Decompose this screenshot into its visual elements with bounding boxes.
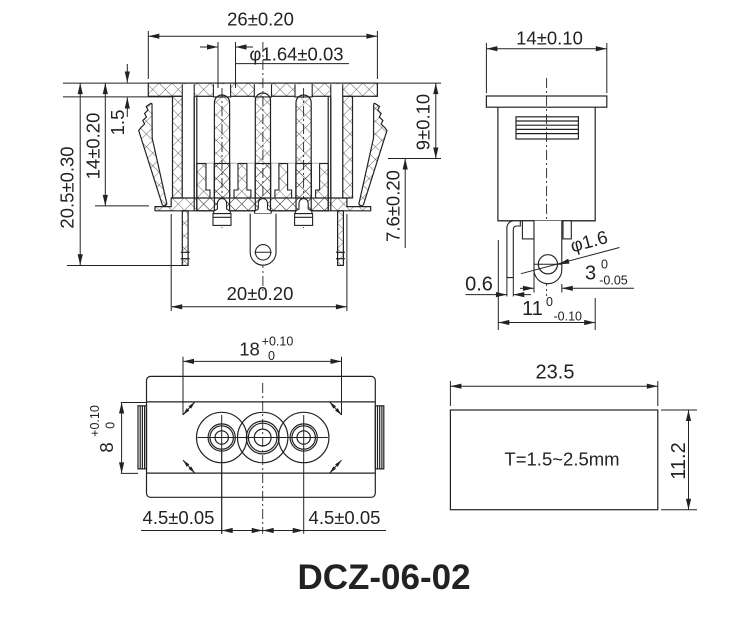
svg-text:1.5: 1.5 [107,110,128,136]
svg-text:11: 11 [522,298,543,320]
svg-text:+0.10: +0.10 [88,405,102,437]
svg-text:14±0.10: 14±0.10 [516,28,583,49]
svg-text:3: 3 [585,263,596,285]
svg-text:T=1.5~2.5mm: T=1.5~2.5mm [504,449,619,470]
svg-text:4.5±0.05: 4.5±0.05 [143,507,215,528]
svg-text:23.5: 23.5 [536,362,575,384]
svg-text:11.2: 11.2 [668,442,690,479]
svg-text:9±0.10: 9±0.10 [413,94,434,150]
svg-text:14±0.20: 14±0.20 [83,113,104,180]
svg-text:0: 0 [546,295,553,309]
svg-text:0: 0 [104,422,118,429]
svg-text:4.5±0.05: 4.5±0.05 [309,507,381,528]
svg-text:0.6: 0.6 [465,274,493,296]
svg-text:DCZ-06-02: DCZ-06-02 [297,558,470,597]
svg-text:18: 18 [239,338,260,359]
svg-text:+0.10: +0.10 [262,335,294,349]
svg-text:φ1.64±0.03: φ1.64±0.03 [249,44,343,65]
svg-text:20.5±0.30: 20.5±0.30 [57,146,78,228]
svg-text:0: 0 [268,349,275,363]
svg-text:0: 0 [601,258,608,272]
svg-text:8: 8 [96,442,117,452]
svg-text:-0.05: -0.05 [599,274,628,288]
svg-text:20±0.20: 20±0.20 [227,283,294,304]
svg-text:26±0.20: 26±0.20 [227,9,294,30]
svg-text:-0.10: -0.10 [554,310,583,324]
svg-text:7.6±0.20: 7.6±0.20 [383,170,404,242]
